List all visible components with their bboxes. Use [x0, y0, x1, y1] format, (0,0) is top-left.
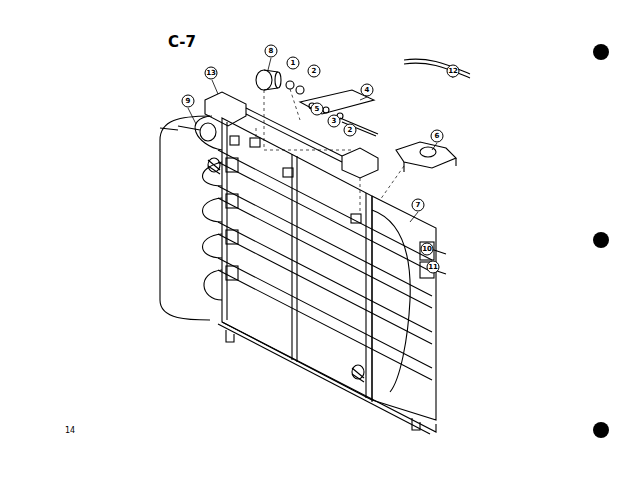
- callout-number: 1: [291, 60, 296, 67]
- callout-number: 9: [186, 98, 191, 105]
- callout-number: 3: [332, 118, 337, 125]
- callout-number: 5: [315, 106, 320, 113]
- callout-number: 11: [428, 264, 438, 271]
- callout-number: 12: [448, 68, 458, 75]
- callout-number: 13: [206, 70, 216, 77]
- callout-number: 2: [348, 127, 353, 134]
- callout-number: 4: [365, 87, 370, 94]
- figure-title: C-7: [168, 35, 196, 50]
- callout-number: 6: [435, 133, 440, 140]
- callout-number: 2: [312, 68, 317, 75]
- callout-number: 8: [269, 48, 274, 55]
- callout-number: 10: [422, 246, 432, 253]
- callout-number: 7: [416, 202, 421, 209]
- page-number: 14: [65, 427, 75, 435]
